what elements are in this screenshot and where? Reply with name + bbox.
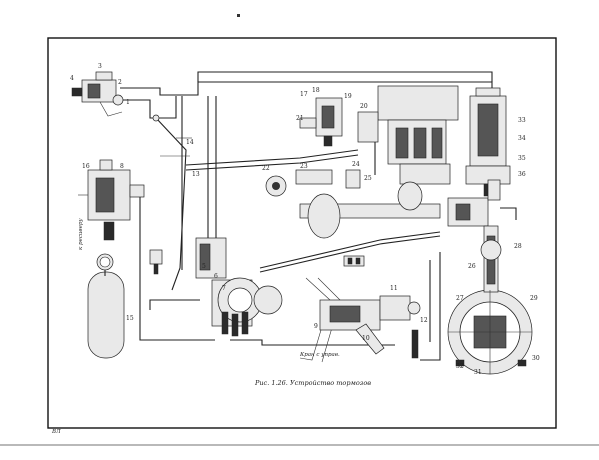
callout-36: 36	[518, 171, 526, 178]
callout-15: 15	[126, 315, 134, 322]
right-coupling	[447, 179, 501, 227]
cock-fitting	[149, 249, 163, 275]
top-left-valve	[71, 71, 124, 117]
callout-6: 6	[214, 273, 218, 280]
drivers-brake-valve	[78, 159, 145, 241]
callout-13: 13	[192, 171, 200, 178]
callout-18: 18	[312, 87, 320, 94]
callout-22: 22	[262, 165, 270, 172]
side-label-left: к ресиверу	[78, 218, 84, 250]
upper-center-valve	[299, 97, 343, 147]
callout-8: 8	[120, 163, 124, 170]
figure-caption: Рис. 1.26. Устройство тормозов	[254, 379, 371, 387]
callout-26: 26	[468, 263, 476, 270]
corner-mark: ВЛ	[51, 429, 61, 435]
callout-31: 31	[474, 369, 482, 376]
center-marker-part	[343, 255, 365, 267]
callout-29: 29	[530, 295, 538, 302]
insert-caption: Кран с управ.	[299, 352, 340, 358]
callout-30: 30	[532, 355, 540, 362]
callout-11: 11	[390, 285, 398, 292]
callout-labels: 4 3 2 1 16 8 15 14 13 17 18 19 20 21 22 …	[70, 63, 540, 376]
callout-23: 23	[300, 163, 308, 170]
compressor-assembly	[357, 85, 459, 185]
pipe-network	[120, 71, 517, 361]
cock-detail-insert	[299, 277, 421, 363]
brake-lever-linkage	[152, 114, 192, 291]
air-distributor	[195, 237, 283, 337]
callout-25: 25	[364, 175, 372, 182]
callout-17: 17	[300, 91, 308, 98]
air-reservoir	[87, 253, 125, 359]
callout-21: 21	[296, 115, 304, 122]
callout-4: 4	[70, 75, 74, 82]
axle-shaft	[265, 169, 441, 239]
callout-14: 14	[186, 139, 194, 146]
callout-3: 3	[98, 63, 102, 70]
page-mark	[237, 14, 240, 17]
callout-24: 24	[352, 161, 360, 168]
figure-frame	[47, 37, 557, 429]
callout-19: 19	[344, 93, 352, 100]
callout-34: 34	[518, 135, 526, 142]
callout-32: 32	[456, 363, 464, 370]
callout-33: 33	[518, 117, 526, 124]
callout-20: 20	[360, 103, 368, 110]
callout-10: 10	[362, 335, 370, 342]
callout-27: 27	[456, 295, 464, 302]
callout-5: 5	[202, 263, 206, 270]
callout-35: 35	[518, 155, 526, 162]
callout-7: 7	[222, 285, 226, 292]
wheel-valve-insert	[447, 225, 533, 375]
callout-28: 28	[514, 243, 522, 250]
callout-16: 16	[82, 163, 90, 170]
callout-1: 1	[126, 99, 130, 106]
callout-2: 2	[118, 79, 122, 86]
callout-9: 9	[314, 323, 318, 330]
callout-12: 12	[420, 317, 428, 324]
